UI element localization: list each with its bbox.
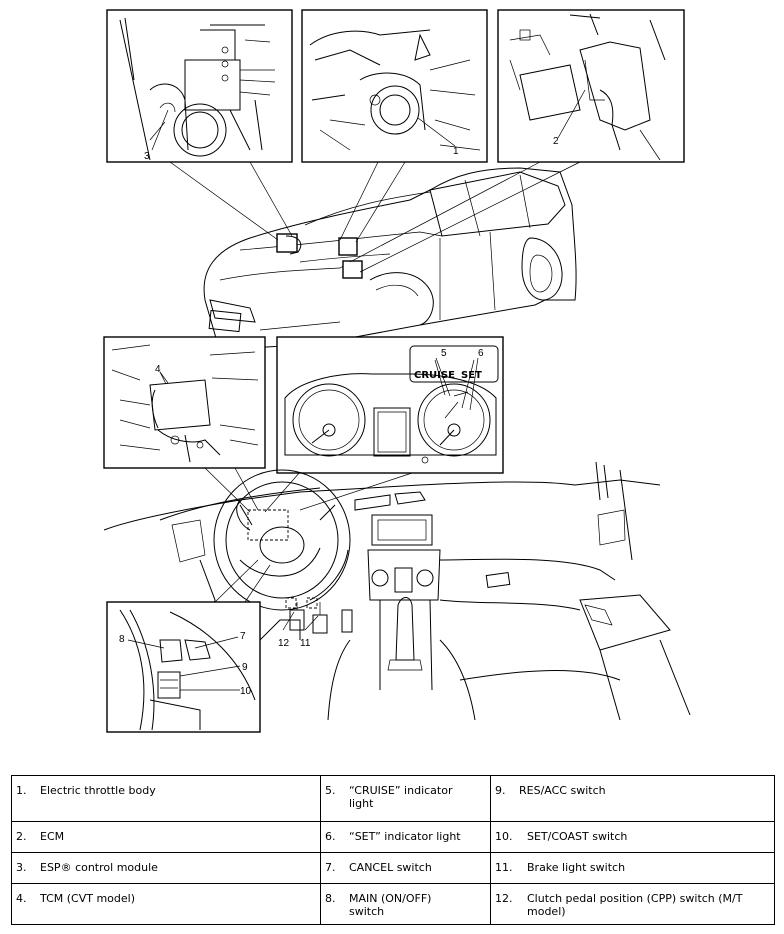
legend-number: 10. <box>495 830 513 843</box>
legend-number: 3. <box>16 861 27 874</box>
callout-12: 12 <box>278 638 290 649</box>
legend-cell: 9. RES/ACC switch <box>490 775 775 822</box>
legend-label: RES/ACC switch <box>519 784 606 797</box>
legend-cell: 3. ESP® control module <box>11 852 321 884</box>
legend-row: 3. ESP® control module 7. CANCEL switch 11… <box>11 852 775 884</box>
legend-cell: 4. TCM (CVT model) <box>11 883 321 925</box>
legend-number: 8. <box>325 892 336 905</box>
set-indicator-text: SET <box>461 370 482 381</box>
legend-row: 4. TCM (CVT model) 8. MAIN (ON/OFF) switch… <box>11 883 775 925</box>
legend-cell: 8. MAIN (ON/OFF) switch <box>320 883 491 925</box>
legend-number: 5. <box>325 784 336 797</box>
callout-3: 3 <box>144 151 150 162</box>
leader-esp <box>169 161 293 241</box>
callout-2: 2 <box>553 136 559 147</box>
leader-ecm <box>349 161 581 273</box>
legend-label: MAIN (ON/OFF) switch <box>349 892 432 918</box>
legend-label: ECM <box>40 830 65 843</box>
legend-cell: 11. Brake light switch <box>490 852 775 884</box>
legend-cell: 5. “CRUISE” indicator light <box>320 775 491 822</box>
callout-8: 8 <box>119 634 125 645</box>
leader-steering-switch <box>214 559 271 603</box>
callout-9: 9 <box>242 662 248 673</box>
legend-number: 7. <box>325 861 336 874</box>
legend-label: “SET” indicator light <box>349 830 461 843</box>
legend-number: 12. <box>495 892 513 905</box>
legend-label: “CRUISE” indicator light <box>349 784 453 810</box>
component-location-diagram: 1 2 3 4 5 6 7 8 9 10 11 12 CRUISE SET <box>103 9 691 733</box>
inset-electric-throttle-body <box>301 9 488 163</box>
callout-7: 7 <box>240 631 246 642</box>
legend-cell: 12. Clutch pedal position (CPP) switch (M… <box>490 883 775 925</box>
callout-10: 10 <box>240 686 252 697</box>
legend-label: CANCEL switch <box>349 861 432 874</box>
legend-cell: 2. ECM <box>11 821 321 853</box>
legend-label: SET/COAST switch <box>527 830 628 843</box>
legend-number: 4. <box>16 892 27 905</box>
legend-label: Clutch pedal position (CPP) switch (M/T … <box>527 892 743 918</box>
legend-label: Brake light switch <box>527 861 626 874</box>
legend-number: 6. <box>325 830 336 843</box>
inset-tcm <box>103 336 266 469</box>
callout-5: 5 <box>441 348 447 359</box>
legend-cell: 6. “SET” indicator light <box>320 821 491 853</box>
inset-esp-control-module <box>106 9 293 163</box>
legend-number: 9. <box>495 784 506 797</box>
legend-label: Electric throttle body <box>40 784 156 797</box>
legend-cell: 10. SET/COAST switch <box>490 821 775 853</box>
legend-row: 1. Electric throttle body 5. “CRUISE” indi… <box>11 775 775 822</box>
car-illustration <box>203 167 577 349</box>
dashboard-illustration <box>103 461 691 721</box>
callout-leaders <box>127 89 586 691</box>
legend-number: 1. <box>16 784 27 797</box>
callout-1: 1 <box>453 146 459 157</box>
legend-table: 1. Electric throttle body 5. “CRUISE” indi… <box>11 775 775 925</box>
legend-cell: 7. CANCEL switch <box>320 852 491 884</box>
inset-ecm <box>497 9 685 163</box>
inset-combination-meter <box>276 336 504 474</box>
callout-6: 6 <box>478 348 484 359</box>
legend-label: TCM (CVT model) <box>40 892 135 905</box>
legend-label: ESP® control module <box>40 861 158 874</box>
legend-row: 2. ECM 6. “SET” indicator light 10. SET/COA… <box>11 821 775 853</box>
cruise-indicator-text: CRUISE <box>414 370 455 381</box>
legend-number: 11. <box>495 861 513 874</box>
leader-tcm <box>204 467 259 513</box>
legend-number: 2. <box>16 830 27 843</box>
callout-4: 4 <box>155 364 161 375</box>
legend-cell: 1. Electric throttle body <box>11 775 321 822</box>
callout-11: 11 <box>300 638 311 649</box>
leader-throttle <box>339 161 406 243</box>
inset-steering-switch <box>106 601 261 733</box>
